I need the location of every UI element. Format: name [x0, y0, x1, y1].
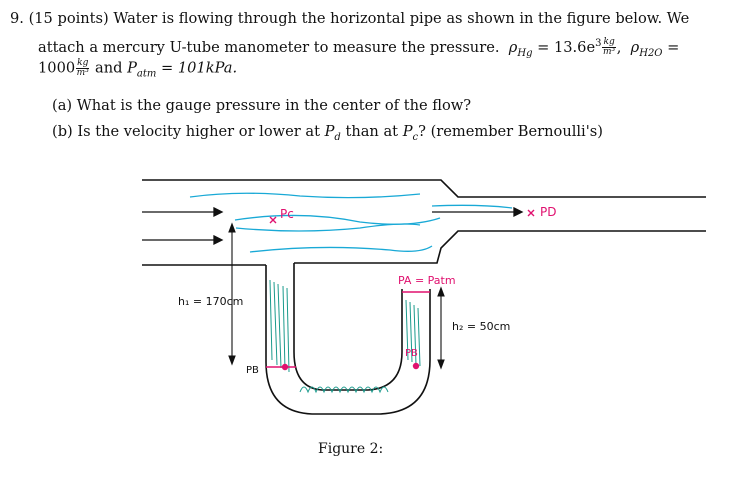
- problem-line2-start: attach a mercury U-tube manometer to mea…: [38, 38, 500, 56]
- label-pb-left: PB: [246, 365, 259, 376]
- water-lines: [189, 192, 513, 253]
- h1-dimension: [228, 222, 236, 366]
- pipe-manometer-figure: Pc PD PA = Patm PB PB h₁ = 170cm h₂ = 50…: [142, 179, 706, 415]
- rho-h2o-sub: H2O: [639, 47, 663, 59]
- pd-sub: d: [334, 131, 341, 143]
- label-pc: Pc: [280, 207, 294, 221]
- flow-arrows: [142, 206, 524, 246]
- pd-cross: [527, 209, 535, 217]
- label-pa-patm: PA = Patm: [398, 274, 456, 287]
- rho-hg-value: = 13.6e: [537, 38, 596, 56]
- p-atm-symbol: P: [127, 59, 137, 77]
- pc-cross: [269, 216, 277, 224]
- label-h1: h₁ = 170cm: [178, 295, 243, 308]
- rho-h2o-value: 1000: [38, 59, 76, 77]
- label-pb-right: PB: [405, 348, 418, 359]
- rho-h2o-symbol: ρ: [630, 38, 640, 56]
- mercury-fill: [269, 279, 421, 394]
- u-tube-inner: [293, 263, 403, 391]
- question-b-end: ? (remember Bernoulli's): [418, 123, 603, 140]
- label-h2: h₂ = 50cm: [452, 320, 510, 333]
- p-atm-sub: atm: [136, 68, 157, 80]
- figure-caption: Figure 2:: [318, 441, 384, 457]
- pb-right-dot: [412, 362, 420, 370]
- rho-hg-exp: 3: [595, 38, 602, 49]
- pipe-bottom-wall-right: [294, 230, 706, 264]
- h2-dimension: [437, 286, 445, 370]
- label-pd: PD: [540, 205, 556, 219]
- pc-sub: c: [412, 131, 419, 143]
- question-b: (b) Is the velocity higher or lower at P…: [52, 123, 603, 147]
- question-a: (a) What is the gauge pressure in the ce…: [52, 97, 472, 114]
- rho-hg-sub: Hg: [517, 47, 533, 59]
- question-b-mid: than at: [345, 123, 399, 140]
- problem-line-1: 9. (15 points) Water is flowing through …: [10, 10, 689, 28]
- question-b-start: (b) Is the velocity higher or lower at: [52, 123, 320, 140]
- problem-points: (15 points): [28, 10, 109, 27]
- pipe-top-wall: [142, 179, 706, 198]
- pd-symbol: P: [324, 123, 335, 140]
- and-word: and: [95, 59, 123, 77]
- p-atm-value: = 101kPa.: [161, 59, 238, 77]
- problem-intro: Water is flowing through the horizontal …: [113, 10, 690, 27]
- pc-symbol: P: [402, 123, 413, 140]
- rho-hg-symbol: ρ: [508, 38, 518, 56]
- rho-h2o-eq: =: [667, 38, 680, 56]
- u-tube-outer: [265, 265, 431, 415]
- problem-number: 9.: [10, 10, 24, 27]
- problem-line-2: attach a mercury U-tube manometer to mea…: [38, 37, 680, 59]
- pressure-points: [266, 209, 535, 371]
